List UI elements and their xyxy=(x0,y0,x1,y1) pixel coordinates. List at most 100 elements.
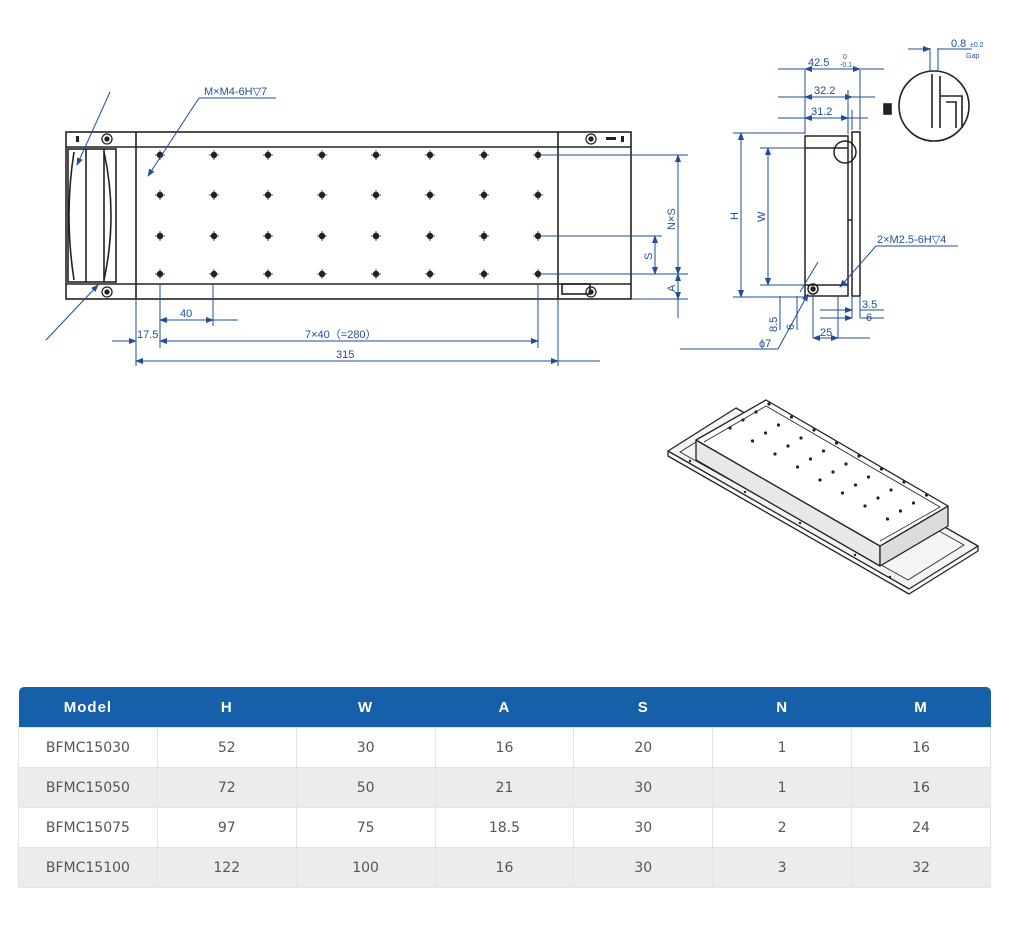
cell-n: 2 xyxy=(712,807,853,848)
iso-hole xyxy=(844,462,848,466)
header-w: W xyxy=(296,687,436,728)
hole-crosshair xyxy=(371,150,381,160)
cell-n: 3 xyxy=(712,847,853,888)
header-h: H xyxy=(157,687,297,728)
iso-hole xyxy=(911,501,916,505)
cell-s: 30 xyxy=(573,807,714,848)
carriage-profile xyxy=(804,135,849,297)
cell-model: BFMC15030 xyxy=(18,727,158,768)
header-s: S xyxy=(573,687,713,728)
dim-top-width-label: 42.5 xyxy=(808,57,829,69)
cell-a: 21 xyxy=(434,767,575,808)
cell-a: 16 xyxy=(434,727,575,768)
dim-35-label: 3.5 xyxy=(862,299,877,311)
iso-hole xyxy=(898,509,903,513)
cell-a: 18.5 xyxy=(434,807,575,848)
gap-caption-label: Gap xyxy=(966,53,979,60)
dim-pitch-label: 40 xyxy=(180,308,192,320)
dim-top-tol-upper: 0 xyxy=(843,54,847,61)
iso-hole xyxy=(767,402,771,406)
hole-crosshair xyxy=(479,190,489,200)
cell-a: 16 xyxy=(434,847,575,888)
dim-nxs-label: N×S xyxy=(666,208,678,230)
hole-crosshair xyxy=(317,190,327,200)
iso-hole xyxy=(818,478,822,482)
cell-s: 30 xyxy=(573,847,714,888)
iso-hole-grid xyxy=(728,402,929,521)
iso-hole xyxy=(812,428,816,432)
iso-hole xyxy=(750,439,755,443)
hole-crosshair xyxy=(317,150,327,160)
header-a: A xyxy=(435,687,574,728)
spec-table: Model H W A S N M BFMC15030 52 30 16 20 … xyxy=(18,687,991,888)
hole-crosshair xyxy=(479,269,489,279)
cell-m: 16 xyxy=(851,767,991,808)
table-row: BFMC15030 52 30 16 20 1 16 xyxy=(18,727,991,768)
thread-callout-side: 2×M2.5-6H▽4 xyxy=(877,234,946,246)
hole-crosshair xyxy=(317,231,327,241)
iso-hole xyxy=(831,470,835,474)
dim-length-label: 315 xyxy=(336,349,354,361)
dim-85-label: 8.5 xyxy=(768,317,780,332)
hole-crosshair xyxy=(425,231,435,241)
dim-25-label: 25 xyxy=(820,327,832,339)
cell-m: 24 xyxy=(851,807,991,848)
dim-32-label: 32.2 xyxy=(814,85,835,97)
cell-w: 50 xyxy=(295,767,436,808)
side-view: 42.5 0 -0.1 32.2 31.2 0.8 ±0.2 Gap H W 2… xyxy=(680,38,984,350)
hole-crosshair xyxy=(425,150,435,160)
hole-crosshair xyxy=(209,150,219,160)
iso-hole xyxy=(776,423,781,427)
gap-tolerance-label: ±0.2 xyxy=(970,42,984,49)
hole-crosshair xyxy=(371,231,381,241)
mounting-hole-grid xyxy=(155,150,543,279)
cell-n: 1 xyxy=(712,727,853,768)
iso-hole xyxy=(741,418,745,422)
hole-crosshair xyxy=(155,269,165,279)
cell-w: 100 xyxy=(295,847,436,888)
header-model: Model xyxy=(18,687,158,728)
iso-hole xyxy=(795,465,800,469)
cell-s: 30 xyxy=(573,767,714,808)
iso-hole xyxy=(763,431,768,435)
hole-crosshair xyxy=(263,269,273,279)
detail-circle xyxy=(833,140,857,164)
iso-hole xyxy=(786,444,790,448)
hole-crosshair xyxy=(209,269,219,279)
iso-hole xyxy=(863,504,867,508)
hole-crosshair xyxy=(371,269,381,279)
cell-model: BFMC15050 xyxy=(18,767,158,808)
hole-crosshair xyxy=(155,190,165,200)
cell-h: 97 xyxy=(156,807,297,848)
iso-hole xyxy=(853,483,858,487)
cell-w: 75 xyxy=(295,807,436,848)
hole-crosshair xyxy=(263,231,273,241)
iso-hole xyxy=(789,415,794,419)
table-row: BFMC15050 72 50 21 30 1 16 xyxy=(18,767,991,808)
gap-detail-magnifier xyxy=(883,70,970,142)
iso-hole xyxy=(857,454,861,458)
hole-crosshair xyxy=(479,150,489,160)
dim-offset-label: 17.5 xyxy=(137,329,158,341)
cell-model: BFMC15100 xyxy=(18,847,158,888)
hole-crosshair xyxy=(317,269,327,279)
hole-crosshair xyxy=(263,150,273,160)
cell-w: 30 xyxy=(295,727,436,768)
iso-carriage-top xyxy=(695,399,949,547)
hole-crosshair xyxy=(155,231,165,241)
table-header-row: Model H W A S N M xyxy=(18,687,991,728)
cell-h: 122 xyxy=(156,847,297,888)
end-cover xyxy=(67,148,117,283)
hole-crosshair xyxy=(209,190,219,200)
base-plate-outline xyxy=(65,131,632,300)
dim-a-label: A xyxy=(666,284,678,292)
technical-drawing: M×M4-6H▽7 40 17.5 7×40（=280） 315 N×S S A xyxy=(45,38,984,595)
dim-span-label: 7×40（=280） xyxy=(305,328,377,341)
dim-phi7-label: ϕ7 xyxy=(759,338,771,350)
dim-top-tol-lower: -0.1 xyxy=(840,62,852,69)
cell-h: 72 xyxy=(156,767,297,808)
cell-m: 16 xyxy=(851,727,991,768)
guide-rail xyxy=(851,131,861,297)
iso-hole xyxy=(876,496,880,500)
thread-callout-top: M×M4-6H▽7 xyxy=(204,86,267,98)
